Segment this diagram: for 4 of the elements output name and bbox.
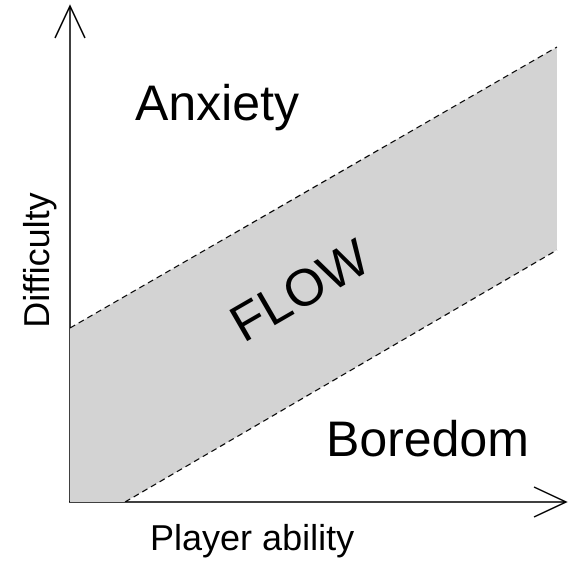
- axis-title: Difficulty: [19, 192, 55, 328]
- region-label: Anxiety: [135, 78, 299, 128]
- region-label: Boredom: [326, 414, 529, 464]
- axis-title: Player ability: [150, 520, 354, 556]
